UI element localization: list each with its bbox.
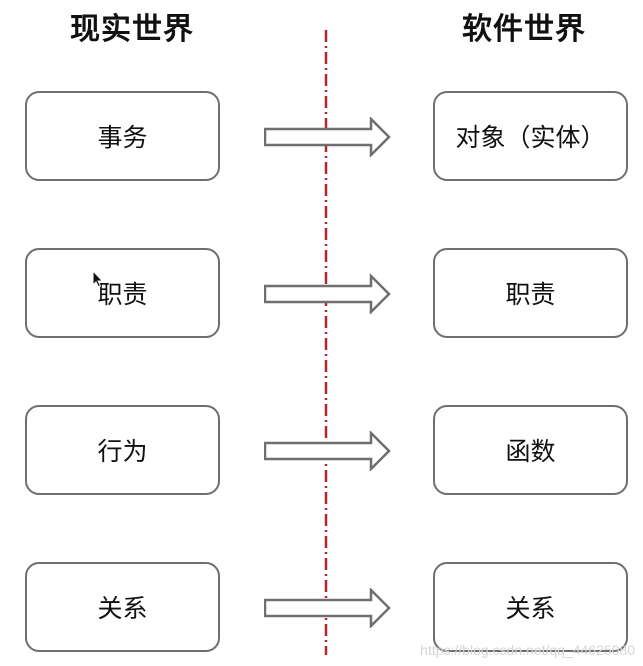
right-arrow-icon [264, 117, 391, 157]
mouse-pointer-icon [92, 270, 104, 288]
real-box-2: 职责 [25, 248, 220, 338]
real-box-4: 关系 [25, 562, 220, 652]
right-arrow-icon [264, 274, 391, 314]
software-box-4: 关系 [433, 562, 628, 652]
right-arrow-icon [264, 431, 391, 471]
real-box-3: 行为 [25, 405, 220, 495]
real-label-2: 职责 [97, 280, 148, 309]
right-arrow-icon [264, 588, 391, 628]
heading-software-world: 软件世界 [462, 12, 586, 47]
watermark: https://blog.csdn.net/qq_44625080 [420, 642, 635, 658]
software-label-3: 函数 [505, 437, 556, 466]
real-label-3: 行为 [97, 437, 148, 466]
software-label-2: 职责 [505, 280, 556, 309]
heading-real-world: 现实世界 [70, 12, 194, 47]
real-label-4: 关系 [97, 594, 148, 623]
software-label-1: 对象（实体） [455, 123, 606, 152]
software-label-4: 关系 [505, 594, 556, 623]
software-box-1: 对象（实体） [433, 91, 628, 181]
software-box-3: 函数 [433, 405, 628, 495]
real-label-1: 事务 [97, 123, 148, 152]
real-box-1: 事务 [25, 91, 220, 181]
software-box-2: 职责 [433, 248, 628, 338]
